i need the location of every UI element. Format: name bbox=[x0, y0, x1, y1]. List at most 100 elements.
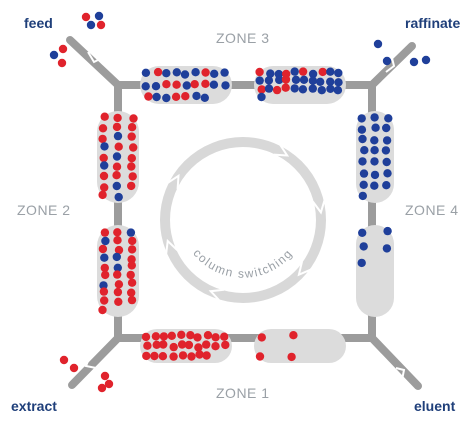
column-zone1-right bbox=[254, 329, 346, 363]
particle bbox=[358, 228, 367, 237]
particle bbox=[100, 161, 109, 170]
particle bbox=[308, 84, 317, 93]
particle bbox=[100, 112, 109, 121]
particle bbox=[98, 244, 108, 254]
particle bbox=[266, 69, 275, 78]
particle bbox=[100, 253, 109, 262]
particle bbox=[298, 85, 308, 94]
raffinate-label: raffinate bbox=[405, 15, 461, 31]
zone1-label: ZONE 1 bbox=[216, 385, 270, 401]
particle bbox=[144, 92, 153, 101]
particle bbox=[112, 162, 122, 171]
free-particle bbox=[421, 55, 431, 65]
particle bbox=[370, 146, 379, 155]
chevron-feed-icon bbox=[87, 51, 103, 64]
particle bbox=[357, 114, 366, 123]
particle bbox=[382, 136, 392, 145]
particle bbox=[182, 81, 191, 90]
feed-label: feed bbox=[24, 15, 53, 31]
particle bbox=[308, 69, 318, 79]
ring-arrow-icon bbox=[166, 173, 180, 190]
particle bbox=[100, 263, 110, 273]
particle bbox=[210, 69, 219, 79]
particle bbox=[169, 352, 178, 361]
columns bbox=[97, 66, 394, 363]
particle bbox=[141, 332, 151, 342]
particle bbox=[382, 157, 391, 167]
free-particle bbox=[86, 20, 96, 30]
chevron-extract-icon bbox=[84, 355, 97, 369]
chevron-raffinate-icon bbox=[385, 57, 396, 73]
particle bbox=[383, 226, 392, 236]
extract-label: extract bbox=[11, 398, 57, 414]
particles bbox=[49, 11, 431, 393]
particle bbox=[257, 92, 266, 102]
particle bbox=[211, 342, 220, 351]
particle bbox=[127, 288, 136, 297]
particle bbox=[255, 76, 264, 85]
particle bbox=[98, 190, 107, 200]
particle bbox=[113, 131, 123, 141]
particle bbox=[186, 331, 195, 340]
particle bbox=[129, 114, 138, 123]
particle bbox=[127, 245, 137, 254]
particle bbox=[190, 80, 199, 89]
particle bbox=[290, 84, 299, 93]
free-particle bbox=[57, 58, 67, 68]
particle bbox=[98, 134, 107, 144]
particle bbox=[114, 280, 124, 289]
particle bbox=[167, 331, 176, 340]
free-particle bbox=[96, 20, 106, 30]
particle bbox=[264, 76, 274, 85]
particle bbox=[371, 123, 380, 132]
particle bbox=[112, 152, 122, 161]
particle bbox=[384, 114, 393, 123]
column-switching-label: column switching bbox=[190, 246, 295, 281]
particle bbox=[290, 67, 299, 76]
particle bbox=[98, 124, 108, 133]
free-particle bbox=[59, 355, 69, 365]
particle bbox=[272, 85, 282, 95]
free-particle bbox=[373, 39, 383, 49]
particle bbox=[162, 80, 171, 89]
particle bbox=[358, 134, 367, 144]
particle bbox=[382, 244, 392, 253]
particle bbox=[126, 228, 136, 237]
particle bbox=[181, 92, 190, 101]
particle bbox=[257, 85, 266, 94]
pipe-loop bbox=[66, 36, 422, 390]
particle bbox=[255, 352, 265, 361]
particle bbox=[151, 332, 161, 341]
flow-chevrons bbox=[84, 51, 406, 381]
free-particle bbox=[69, 363, 79, 373]
particle bbox=[299, 75, 309, 85]
free-particle bbox=[104, 379, 114, 389]
particle bbox=[150, 351, 159, 361]
ring-arrow-icon bbox=[297, 261, 312, 277]
particle bbox=[289, 331, 298, 340]
particle bbox=[264, 84, 274, 93]
particle bbox=[127, 255, 136, 264]
pipe-extract-outlet bbox=[68, 334, 122, 389]
particle bbox=[158, 352, 168, 361]
particle bbox=[220, 68, 229, 77]
particle bbox=[99, 153, 108, 163]
particle bbox=[112, 171, 121, 180]
particle bbox=[187, 352, 196, 361]
particle bbox=[114, 297, 123, 306]
pipe-eluent-inlet bbox=[368, 334, 422, 390]
free-particle bbox=[94, 11, 104, 21]
particle bbox=[100, 228, 110, 237]
particle bbox=[127, 154, 136, 163]
column-zone4-bottom bbox=[356, 225, 394, 317]
particle bbox=[152, 92, 161, 102]
particle bbox=[203, 331, 213, 340]
particle bbox=[382, 123, 391, 133]
chevron-eluent-icon bbox=[395, 367, 406, 381]
particle bbox=[334, 68, 343, 78]
particle bbox=[127, 181, 136, 191]
free-particle bbox=[100, 371, 110, 381]
ring-arrow-icon bbox=[312, 199, 326, 215]
